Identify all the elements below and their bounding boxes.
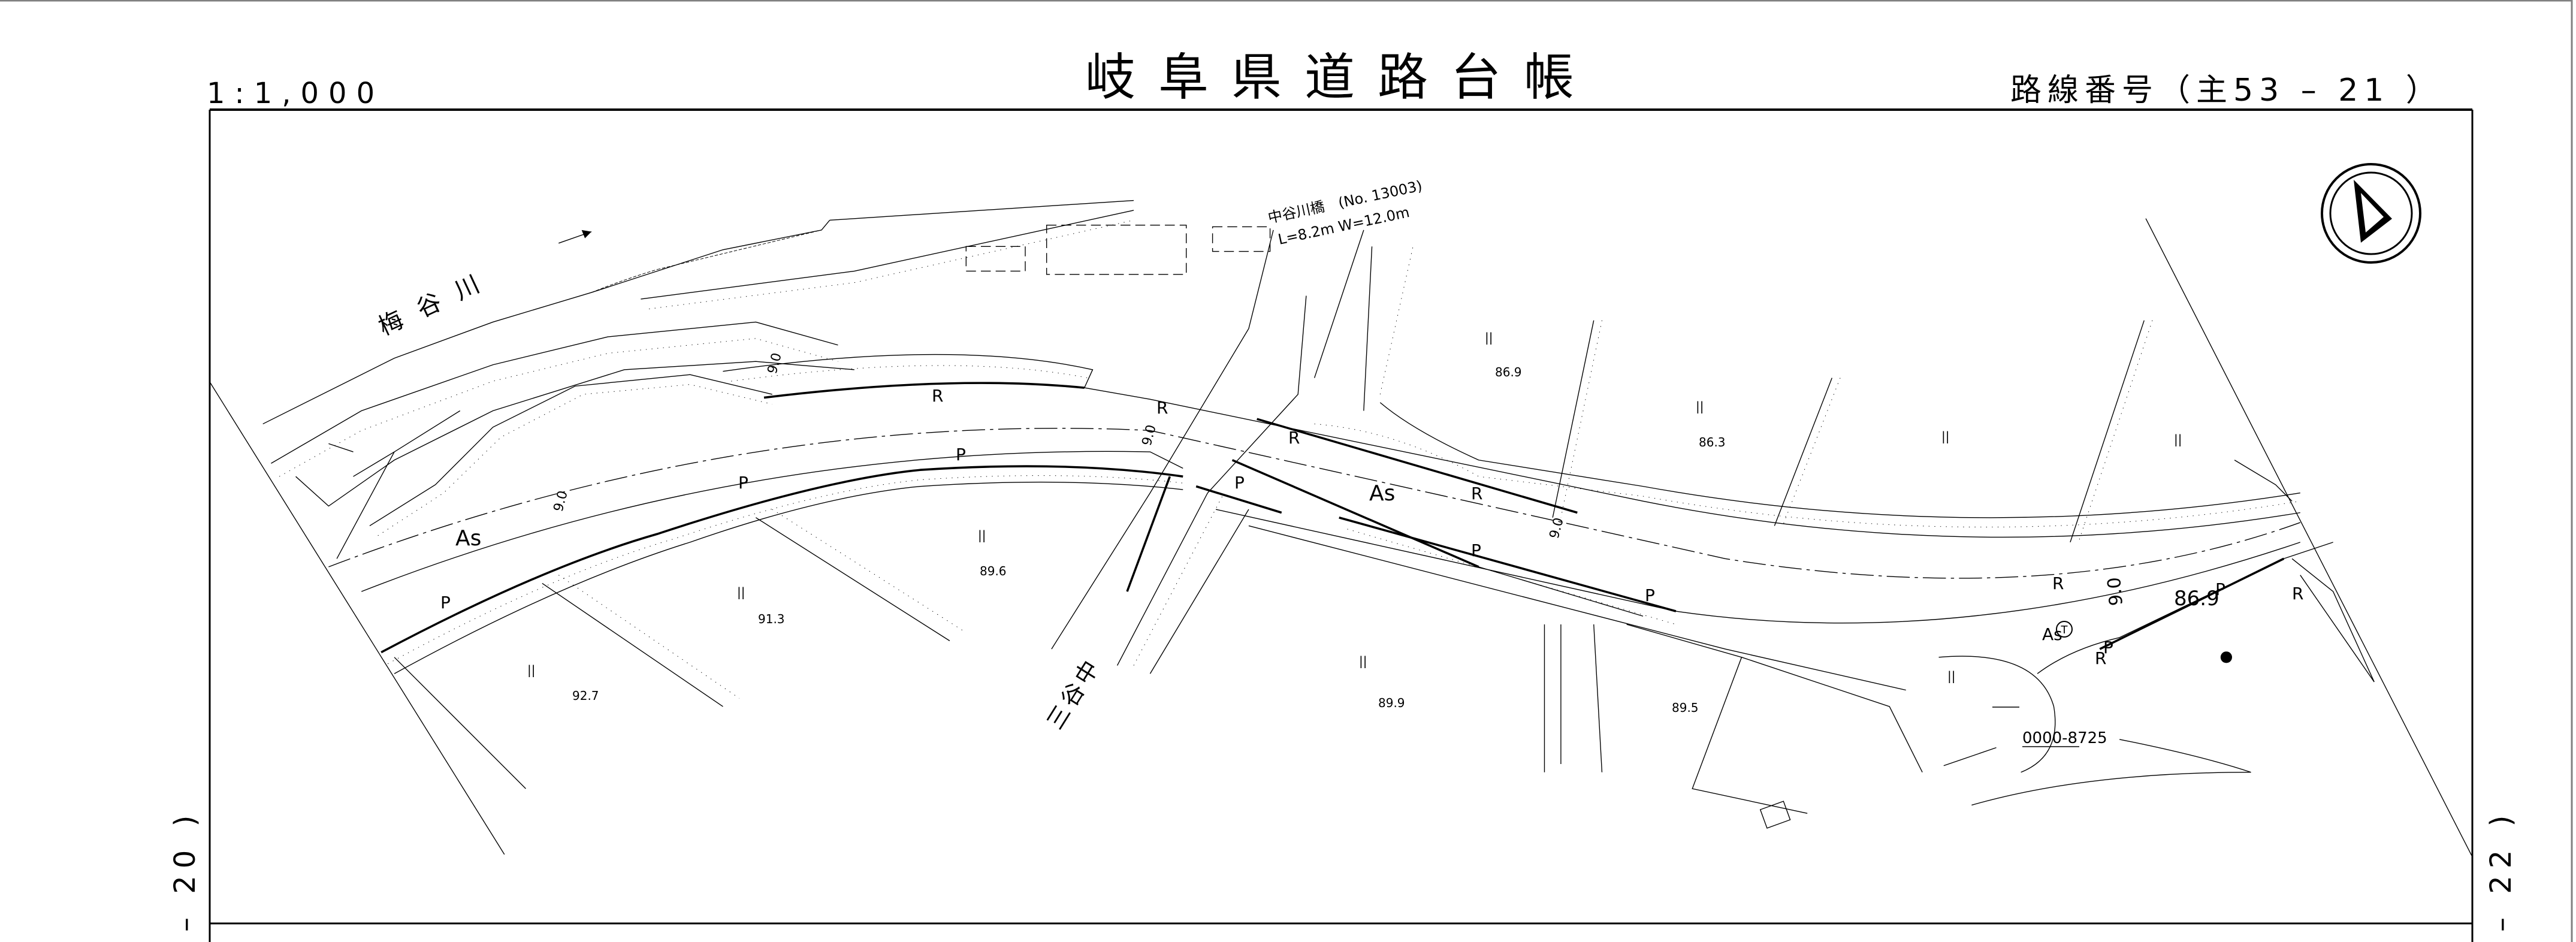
elevation-label: 89.6 — [980, 564, 1007, 578]
elevation-label: 89.5 — [1672, 701, 1699, 715]
sheet-link-left[interactable]: – 20 ) — [168, 808, 202, 932]
pavement-label: As — [1369, 481, 1395, 506]
field-symbol: || — [1359, 654, 1367, 668]
curb-label: R — [2292, 584, 2303, 603]
pavement-label: As — [455, 526, 481, 551]
curb-label: R — [1156, 398, 1168, 418]
main-road — [328, 354, 2333, 691]
north-arrow-icon — [2321, 163, 2421, 264]
sheet-boundary-left — [210, 382, 505, 855]
map-drawing — [210, 200, 2474, 858]
field-symbol: || — [1947, 669, 1955, 683]
road-width-label: 9.0 — [765, 351, 785, 375]
circled-marker-text: T — [2061, 624, 2068, 636]
field-symbol: || — [978, 528, 986, 542]
curb-label: P — [956, 445, 966, 464]
curb-label: R — [2052, 573, 2064, 593]
field-symbol: || — [1696, 399, 1704, 413]
map-labels: 梅谷川 中谷川橋 (No. 13003) L=8.2m W=12.0m 三谷中 … — [375, 177, 2304, 747]
elevation-label: 91.3 — [758, 612, 785, 626]
curb-label: P — [738, 473, 748, 493]
side-road-name: 三谷中 — [1041, 653, 1106, 733]
river-name: 梅谷川 — [375, 263, 500, 341]
curb-label: P — [1645, 585, 1655, 605]
curb-label: R — [1288, 428, 1300, 448]
field-symbol: || — [737, 585, 745, 599]
elevation-label: 86.9 — [2174, 587, 2219, 611]
curb-label: R — [2095, 648, 2106, 668]
river — [262, 200, 1134, 559]
road-width-label: 9.0 — [2104, 576, 2127, 607]
curb-label: P — [1234, 473, 1245, 493]
elevation-label: 86.9 — [1495, 365, 1522, 379]
curb-label: R — [932, 386, 943, 406]
sheet-link-right[interactable]: – 22 ) — [2484, 808, 2518, 932]
field-symbol: || — [2174, 432, 2182, 446]
field-symbol: || — [527, 663, 535, 677]
curb-label: P — [1471, 541, 1481, 560]
post-marker-label: 0000-8725 — [2022, 729, 2107, 747]
curb-label: P — [440, 593, 451, 612]
field-symbol: || — [1941, 429, 1949, 443]
manhole-icon — [2220, 651, 2233, 663]
elevation-label: 89.9 — [1378, 696, 1405, 710]
pavement-label: As — [2042, 624, 2062, 644]
curb-label: R — [1471, 484, 1482, 503]
elevation-label: 86.3 — [1699, 435, 1726, 449]
curb-label: P — [2215, 579, 2225, 599]
curb-label: P — [2103, 638, 2113, 657]
field-symbol: || — [1485, 330, 1493, 345]
road-width-label: 9.0 — [1140, 423, 1159, 447]
circled-marker-icon: T — [2056, 621, 2073, 638]
lot-lines — [394, 320, 2375, 814]
elevation-label: 92.7 — [572, 689, 599, 703]
sheet-title: 岐阜県道路台帳 — [1085, 48, 1597, 107]
route-number: 路線番号（主53 – 21 ） — [2010, 73, 2443, 108]
map-frame — [209, 108, 2474, 942]
sheet-boundary-right — [2145, 218, 2474, 858]
side-road — [1051, 230, 1414, 674]
scale-label: 1:1,000 — [207, 77, 384, 110]
road-width-label: 9.0 — [551, 489, 571, 513]
